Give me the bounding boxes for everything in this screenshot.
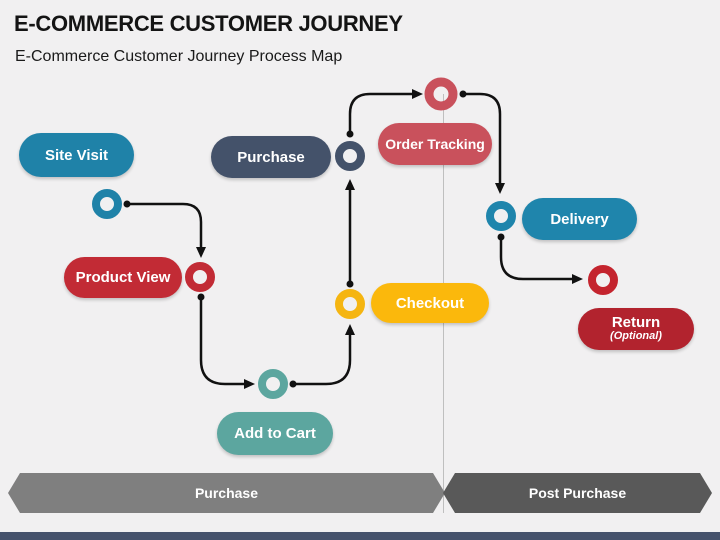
step-pill-return: Return (Optional)	[578, 308, 694, 350]
step-pill-purchase: Purchase	[211, 136, 331, 178]
step-label-product-view: Product View	[75, 269, 171, 286]
phase-label-purchase: Purchase	[194, 485, 259, 501]
step-pill-product-view: Product View	[64, 257, 182, 298]
step-label-order-tracking: Order Tracking	[385, 136, 485, 152]
step-label-purchase: Purchase	[237, 148, 305, 166]
arrow-product-view-to-add-to-cart	[199, 297, 255, 389]
arrow-start-dot	[346, 130, 354, 138]
order-tracking-node	[424, 77, 458, 111]
page-subtitle: E-Commerce Customer Journey Process Map	[15, 48, 343, 65]
arrow-layer	[127, 89, 583, 389]
arrow-start-dots	[123, 90, 505, 388]
return-node	[588, 265, 618, 295]
arrow-order-tracking-to-delivery	[463, 92, 505, 194]
arrow-delivery-to-return	[499, 237, 583, 284]
step-pill-order-tracking: Order Tracking	[378, 123, 492, 165]
step-sublabel-return-optional: (Optional)	[610, 330, 662, 343]
step-pill-add-to-cart: Add to Cart	[217, 412, 333, 455]
arrow-start-dot	[497, 233, 505, 241]
journey-nodes	[92, 77, 618, 399]
arrow-start-dot	[346, 280, 354, 288]
step-label-site-visit: Site Visit	[44, 146, 109, 164]
step-pill-delivery: Delivery	[522, 198, 637, 240]
footer-accent-bar	[0, 532, 720, 540]
product-view-node	[185, 262, 215, 292]
arrow-start-dot	[123, 200, 131, 208]
arrow-start-dot	[459, 90, 467, 98]
arrow-start-dot	[289, 380, 297, 388]
step-pill-site-visit: Site Visit	[19, 133, 134, 177]
step-label-checkout: Checkout	[395, 294, 465, 312]
step-label-add-to-cart: Add to Cart	[234, 425, 316, 442]
purchase-node	[335, 141, 365, 171]
add-to-cart-node	[258, 369, 288, 399]
step-pill-checkout: Checkout	[371, 283, 489, 323]
arrow-add-to-cart-to-checkout	[293, 324, 355, 386]
page-title: E-COMMERCE CUSTOMER JOURNEY	[14, 11, 403, 36]
phase-band-post-purchase: Post Purchase	[443, 473, 712, 513]
phase-band-purchase: Purchase	[8, 473, 445, 513]
checkout-node	[335, 289, 365, 319]
phase-label-post-purchase: Post Purchase	[528, 485, 627, 501]
delivery-node	[486, 201, 516, 231]
step-label-return: Return	[611, 314, 661, 332]
arrow-start-dot	[197, 293, 205, 301]
step-label-delivery: Delivery	[550, 210, 609, 228]
arrow-purchase-to-order-tracking	[348, 89, 423, 134]
site-visit-node	[92, 189, 122, 219]
arrow-site-visit-to-product-view	[127, 202, 206, 258]
